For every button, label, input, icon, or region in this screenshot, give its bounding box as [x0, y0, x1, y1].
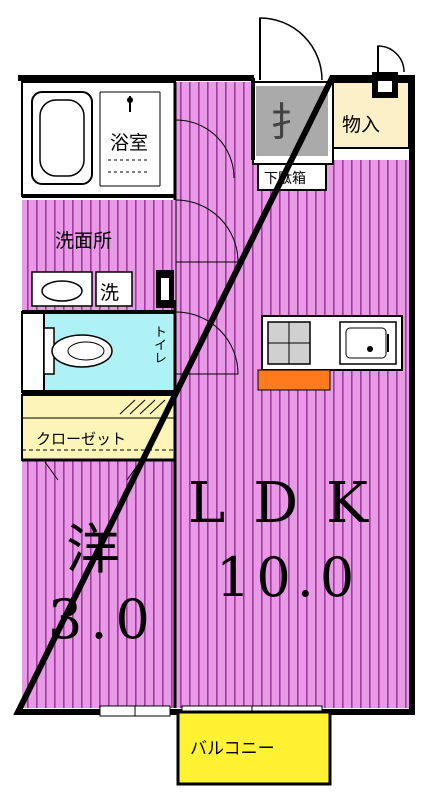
washer-box	[95, 271, 133, 307]
shoe-box	[257, 163, 327, 191]
washroom-label: 洗面所	[55, 230, 112, 252]
storage-label: 物入	[342, 114, 380, 136]
bath-label: 浴室	[110, 132, 148, 154]
entrance-tile	[256, 86, 328, 156]
washer-label: 洗	[100, 282, 119, 304]
closet-label: クローゼット	[36, 430, 126, 448]
outer-wall	[13, 75, 415, 715]
toilet-door-swing	[175, 311, 239, 375]
western-room-floor	[22, 460, 175, 708]
balcony-label: バルコニー	[190, 739, 275, 759]
entrance-door-swing	[259, 17, 323, 81]
storage-door-swing	[377, 45, 405, 73]
ldk-label: LDK	[188, 471, 396, 536]
bathtub-inner	[39, 99, 85, 177]
ldk-size: 10.0	[216, 546, 360, 609]
range-hood-counter	[257, 369, 331, 391]
ldk-floor	[175, 160, 409, 708]
balcony	[176, 710, 332, 786]
washroom-door-swing	[175, 199, 239, 263]
bath-door-swing	[175, 119, 235, 179]
